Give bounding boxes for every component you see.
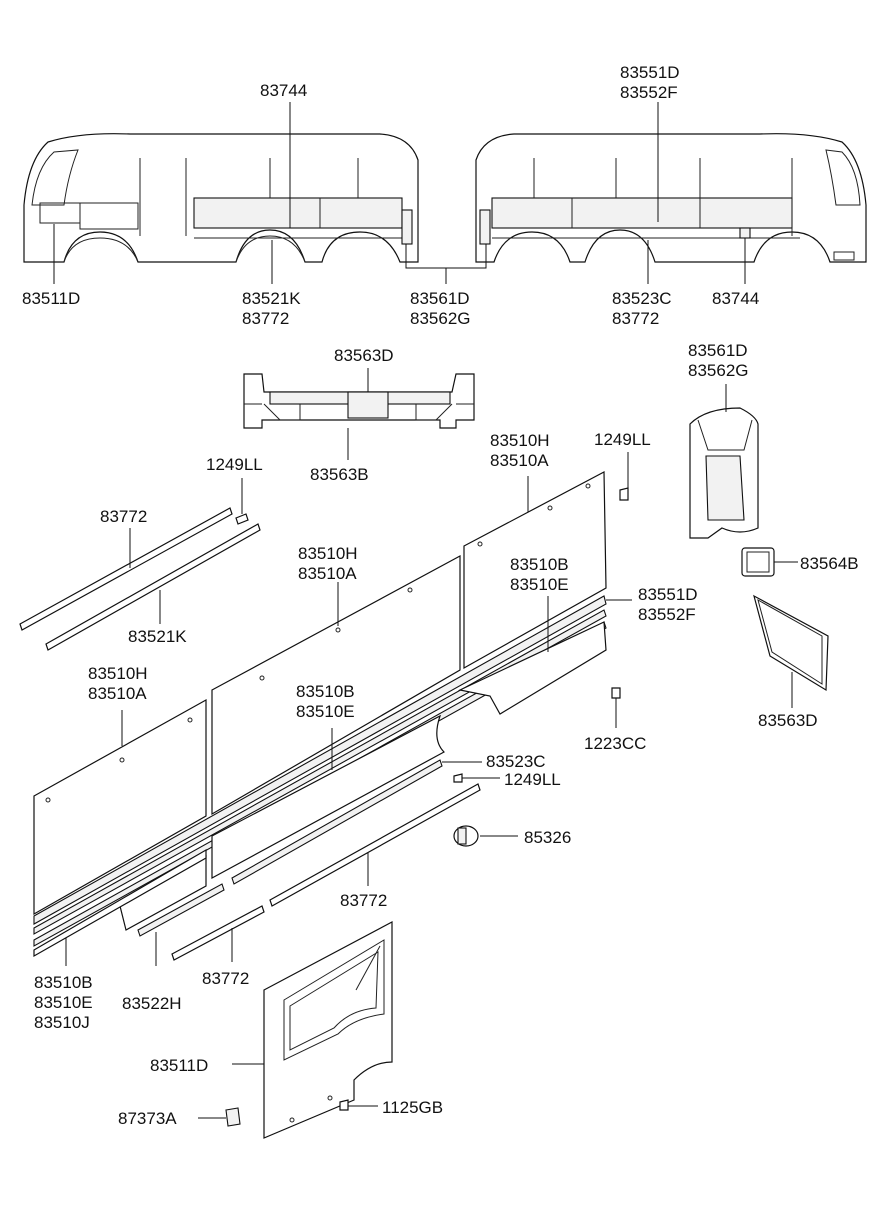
strips-lower — [65, 687, 621, 966]
callout-c31: 83511D — [150, 1056, 208, 1075]
side-panels — [33, 471, 632, 958]
callout-c13: 1249LL — [206, 455, 263, 474]
callout-c27: 83772 — [340, 891, 387, 910]
corner-trim-83561d — [689, 384, 759, 539]
callout-c15: 83521K — [128, 627, 187, 646]
callout-c23: 1223CC — [584, 734, 646, 753]
callout-c25: 1249LL — [504, 770, 561, 789]
callout-c33: 1125GB — [382, 1098, 443, 1117]
callout-c26: 85326 — [524, 828, 571, 847]
callout-c01: 83744 — [260, 81, 307, 100]
callout-c14: 83772 — [100, 507, 147, 526]
callout-c08: 83563D — [334, 346, 394, 365]
rear-panel-83563b — [243, 368, 475, 460]
callout-c11: 1249LL — [594, 430, 651, 449]
bolts-1249ll — [235, 452, 629, 783]
bus-right-side-view — [475, 133, 867, 263]
door-panel-83511d — [198, 921, 393, 1139]
top-leader-lines — [53, 102, 746, 284]
callout-c03: 83511D — [22, 289, 80, 308]
callout-c19: 83564B — [800, 554, 859, 573]
part-83563d-panel — [753, 594, 829, 708]
callout-c30: 83772 — [202, 969, 249, 988]
callout-c29: 83522H — [122, 994, 182, 1013]
bus-left-side-view — [23, 133, 419, 263]
part-83564b — [741, 547, 798, 577]
callout-c20: 83563D — [758, 711, 818, 730]
callout-c24: 83523C — [486, 752, 546, 771]
callout-c07: 83744 — [712, 289, 759, 308]
strips-upper-left — [19, 507, 261, 651]
callout-c32: 87373A — [118, 1109, 177, 1128]
callout-c09: 83563B — [310, 465, 369, 484]
